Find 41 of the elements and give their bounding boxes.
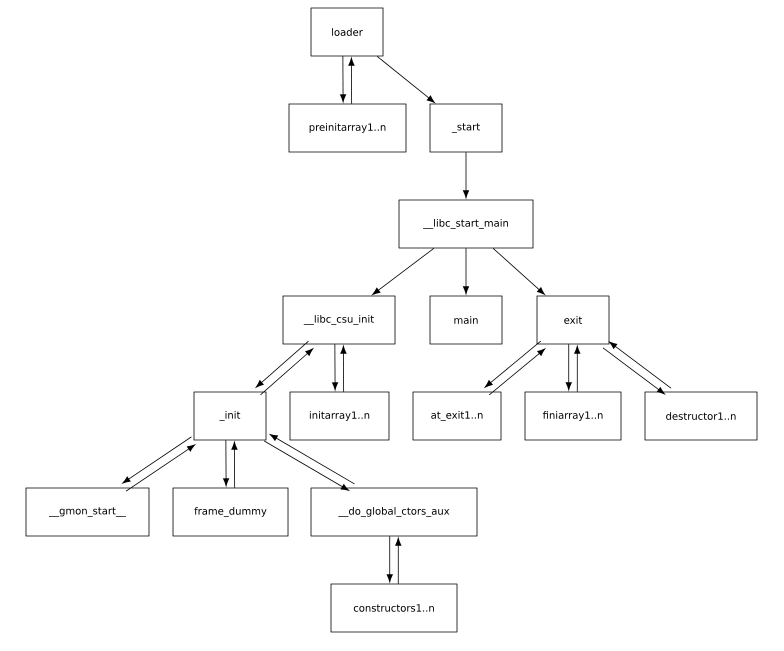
- function-box: __libc_csu_init: [282, 296, 396, 344]
- function-box: at_exit1..n: [412, 392, 502, 440]
- arrow: [462, 152, 470, 198]
- arrow: [574, 346, 580, 392]
- arrow: [231, 442, 238, 488]
- function-box: loader: [310, 8, 384, 56]
- arrow: [602, 347, 665, 394]
- function-box: __libc_start_main: [398, 200, 534, 248]
- arrow: [386, 536, 393, 582]
- function-box: constructors1..n: [330, 584, 458, 632]
- function-box: initarray1..n: [290, 392, 390, 440]
- function-box: finiarray1..n: [524, 392, 622, 440]
- function-box: _init: [194, 392, 266, 440]
- arrow: [256, 340, 309, 388]
- arrow: [488, 348, 546, 396]
- arrow: [340, 56, 346, 102]
- arrow: [372, 248, 434, 295]
- arrow: [484, 340, 542, 388]
- arrow: [270, 434, 355, 484]
- function-box: exit: [536, 296, 610, 344]
- function-box: __gmon_start__: [26, 488, 150, 536]
- function-box: main: [430, 296, 502, 344]
- arrow: [566, 344, 572, 390]
- arrow: [395, 538, 402, 584]
- arrow: [264, 440, 350, 491]
- arrow: [348, 58, 354, 104]
- function-box: destructor1..n: [644, 392, 758, 440]
- arrow: [376, 56, 435, 103]
- arrow: [462, 248, 470, 294]
- arrow: [260, 348, 314, 396]
- arrow: [609, 342, 672, 389]
- function-box: frame_dummy: [172, 488, 288, 536]
- arrow: [126, 444, 196, 492]
- arrow: [340, 346, 346, 392]
- arrow: [492, 248, 545, 295]
- function-box: __do_global_ctors_aux: [310, 488, 478, 536]
- function-box: _start: [430, 104, 502, 152]
- arrow: [332, 344, 338, 390]
- function-box: preinitarray1..n: [288, 104, 406, 152]
- arrow: [223, 440, 230, 486]
- arrow: [122, 436, 192, 484]
